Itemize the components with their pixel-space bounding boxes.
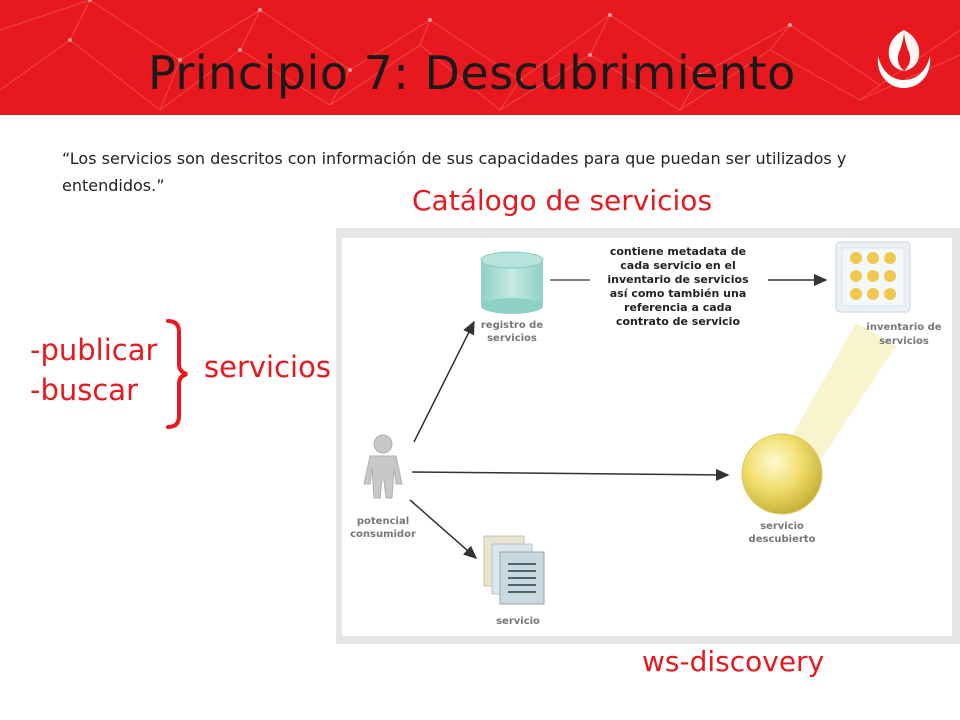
inventory-label-1: inventario de: [866, 322, 941, 333]
discovery-diagram: registro de servicios contiene metadata …: [336, 228, 960, 644]
registry-label-1: registro de: [481, 320, 543, 331]
service-documents-icon: [483, 535, 545, 605]
university-logo-icon: [877, 30, 931, 88]
operations-target-label: servicios: [204, 350, 331, 384]
inventory-icon: [835, 241, 911, 313]
operation-publish: -publicar: [30, 333, 158, 367]
discovered-service-icon: [741, 433, 823, 515]
consumer-label-1: potencial: [357, 516, 409, 527]
ws-discovery-label: ws-discovery: [642, 645, 825, 678]
header-pattern: [0, 0, 960, 111]
curly-bracket-icon: [166, 319, 188, 429]
note-line-4: así como también una: [610, 287, 747, 300]
arrow-to-discovered: [411, 468, 730, 481]
note-line-6: contrato de servicio: [616, 315, 740, 328]
note-line-1: contiene metadata de: [610, 245, 746, 258]
service-label: servicio: [496, 616, 540, 627]
principle-quote: “Los servicios son descritos con informa…: [62, 149, 847, 195]
light-beam: [786, 323, 896, 458]
consumer-label-2: consumidor: [350, 529, 416, 540]
note-line-3: inventario de servicios: [607, 273, 749, 286]
note-line-5: referencia a cada: [624, 301, 732, 314]
operation-search: -buscar: [30, 373, 138, 407]
slide-title: Principio 7: Descubrimiento: [148, 46, 796, 100]
operations-list: -publicar -buscar: [30, 330, 157, 410]
registry-label-2: servicios: [487, 333, 537, 344]
catalog-heading: Catálogo de servicios: [412, 184, 713, 217]
arrow-to-service: [409, 499, 478, 559]
note-line-2: cada servicio en el: [620, 259, 735, 272]
inventory-label-2: servicios: [879, 336, 929, 347]
consumer-person-icon: [363, 434, 403, 499]
registry-database-icon: [480, 251, 544, 314]
discovered-label-1: servicio: [760, 521, 804, 532]
header-banner: Principio 7: Descubrimiento: [0, 0, 960, 115]
arrow-to-registry: [413, 320, 475, 443]
discovered-label-2: descubierto: [749, 534, 816, 545]
